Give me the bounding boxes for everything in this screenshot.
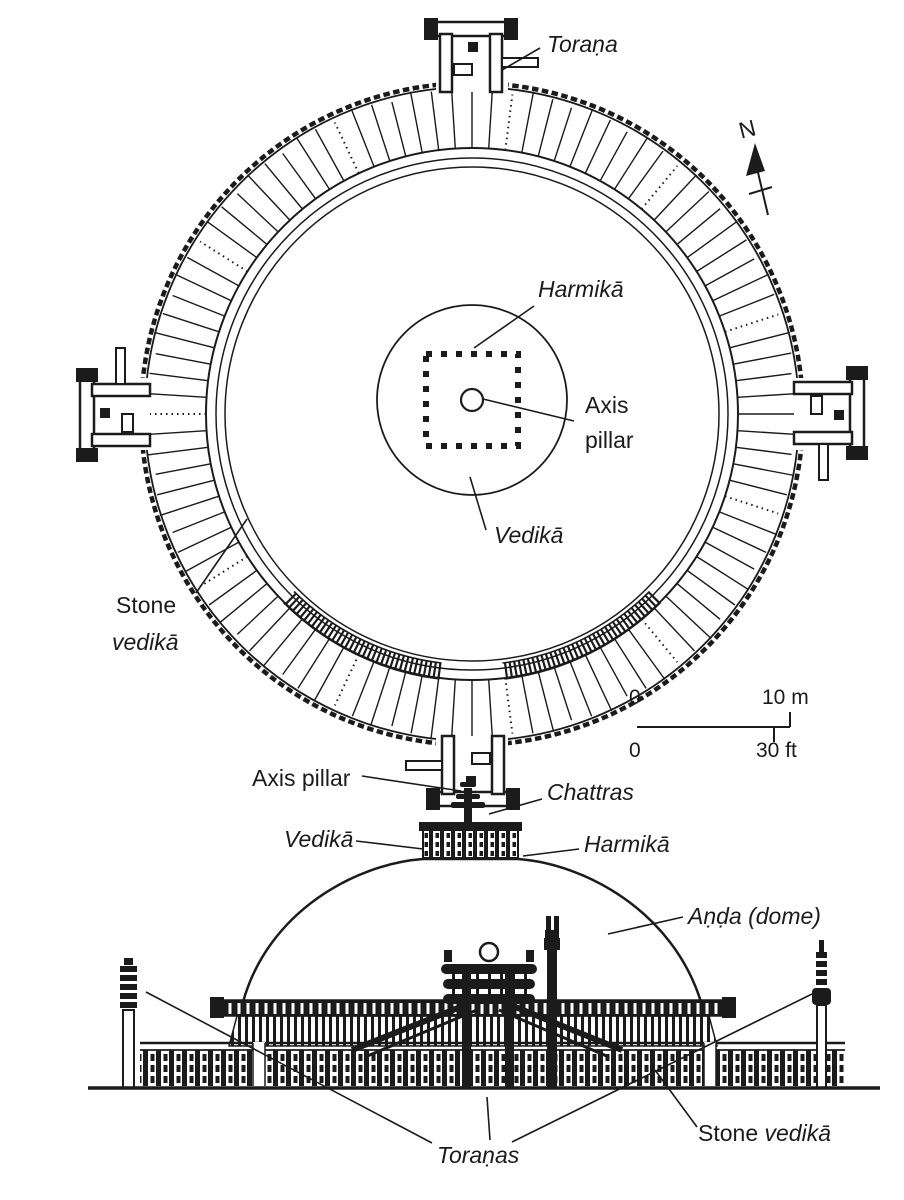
elevation-left-pillar [120, 958, 137, 1089]
plan-harmika-square [423, 351, 521, 449]
label-vedika-elev: Vedikā [284, 826, 353, 852]
elevation-ashoka-pillar [544, 916, 560, 1088]
elevation-stone-vedika-fence [140, 1041, 845, 1087]
label-anda: Aṇḍa (dome) [686, 903, 821, 929]
elevation-axis-mast-chattras [451, 782, 485, 822]
elevation-drum-wall [228, 1015, 718, 1047]
label-axis-pillar-plan-2: pillar [585, 427, 634, 453]
label-axis-pillar-elev: Axis pillar [252, 765, 351, 791]
leader-lines [145, 47, 813, 1144]
plan-paving-hatch [144, 86, 800, 742]
plan-gateway-east [792, 364, 870, 482]
scale-metric-zero: 0 [629, 686, 641, 709]
scale-imperial-zero: 0 [629, 739, 641, 762]
label-harmika-plan: Harmikā [538, 276, 624, 302]
plan-gateway-west [74, 346, 152, 464]
label-chattras: Chattras [547, 779, 634, 805]
elevation-right-pillar [812, 940, 831, 1089]
labels: Toraṇa N Harmikā Axis pillar Vedikā Ston… [112, 31, 831, 1168]
label-stone-vedika-plan-2: vedikā [112, 629, 178, 655]
elevation-central-torana [441, 941, 537, 1088]
plan-axis-pillar-circle [459, 387, 485, 413]
plan-vedika-circle [376, 304, 568, 496]
plan-gateway-north [422, 16, 540, 94]
scale-metric-end: 10 m [762, 686, 809, 709]
plan-view [74, 16, 870, 812]
label-stone-vedika-elev: Stone vedikā [698, 1120, 831, 1146]
plan-dome-base-circle [224, 166, 720, 662]
label-vedika-plan: Vedikā [494, 522, 563, 548]
elevation-harmika [419, 822, 522, 859]
scale-imperial-end: 30 ft [756, 739, 797, 762]
label-harmika-elev: Harmikā [584, 831, 670, 857]
elevation-view [88, 782, 880, 1090]
scale-bar [637, 712, 791, 742]
label-axis-pillar-plan-1: Axis [585, 392, 628, 418]
label-torana-plan: Toraṇa [547, 31, 618, 57]
plan-band-inner-edge [205, 147, 739, 681]
label-stone-vedika-plan-1: Stone [116, 592, 176, 618]
north-arrow-icon [746, 143, 773, 216]
label-north: N [736, 114, 758, 143]
plan-stair-balustrades [282, 590, 662, 680]
label-toranas: Toraṇas [437, 1142, 520, 1168]
